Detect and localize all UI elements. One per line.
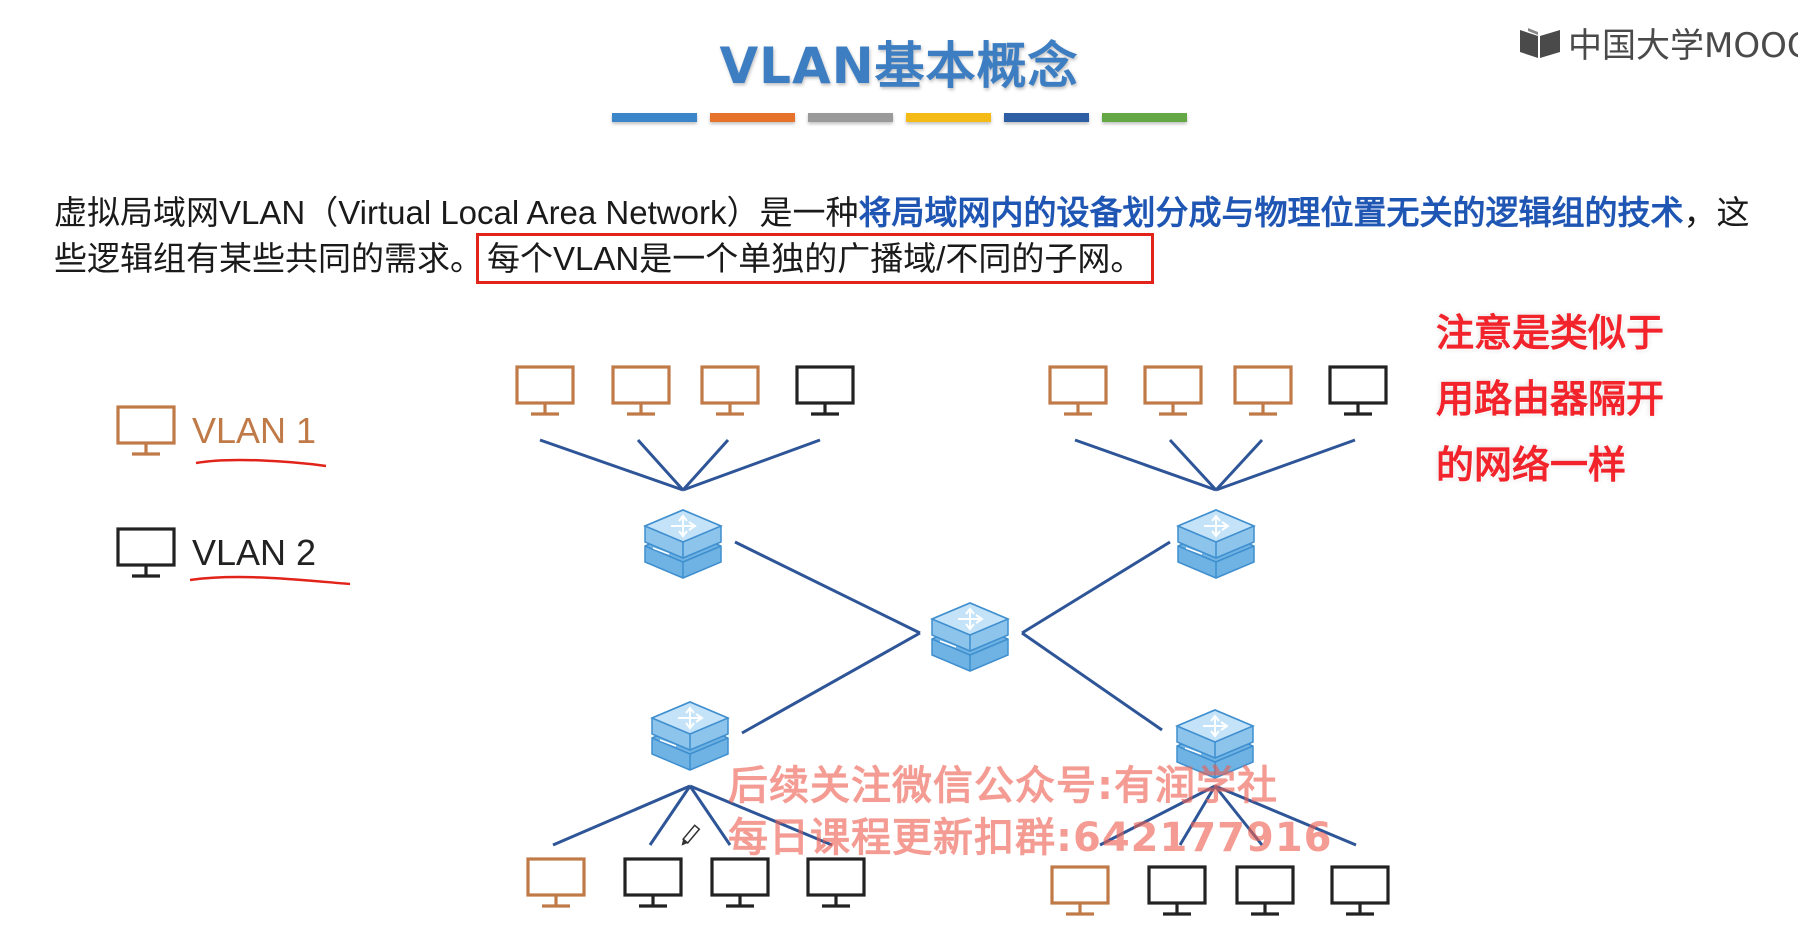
monitor-icon: [611, 365, 671, 416]
highlighted-sentence: 每个VLAN是一个单独的广播域/不同的子网。: [475, 233, 1155, 284]
monitor-icon: [515, 365, 575, 416]
watermark-line: 后续关注微信公众号:有润学社: [728, 763, 1278, 809]
monitor-icon: [1143, 365, 1203, 416]
vlan1-monitor-icon: [116, 405, 176, 456]
monitor-icon: [795, 365, 855, 416]
vlan2-underline: [189, 575, 351, 586]
monitor-icon: [710, 857, 770, 908]
network-links: [539, 438, 1357, 847]
mooc-logo: 中国大学MOOC: [1518, 18, 1798, 67]
legend-vlan1-label: VLAN 1: [192, 410, 317, 451]
title-accent-bar: [612, 113, 1187, 122]
annotation-line: 注意是类似于: [1436, 311, 1665, 355]
accent-segment: [808, 113, 893, 122]
monitor-icon: [806, 857, 866, 908]
watermark: 后续关注微信公众号:有润学社 每日课程更新扣群:642177916: [728, 760, 1332, 864]
monitor-icon: [1147, 865, 1207, 916]
accent-segment: [1004, 113, 1089, 122]
page-title: VLAN基本概念: [719, 37, 1079, 95]
vlan1-underline: [195, 458, 327, 468]
pencil-cursor-icon: [681, 824, 701, 846]
accent-segment: [612, 113, 697, 122]
definition-paragraph: 虚拟局域网VLAN（Virtual Local Area Network）是一种…: [54, 190, 1754, 284]
monitor-icon: [1328, 365, 1388, 416]
accent-segment: [710, 113, 795, 122]
monitor-icon: [1235, 865, 1295, 916]
accent-segment: [906, 113, 991, 122]
switch-icon: [651, 701, 729, 771]
watermark-line: 每日课程更新扣群:642177916: [728, 815, 1333, 861]
switch-icon: [644, 509, 722, 579]
accent-segment: [1102, 113, 1187, 122]
monitor-icon: [623, 857, 683, 908]
paragraph-intro: 虚拟局域网VLAN（Virtual Local Area Network）是一种: [54, 194, 859, 231]
monitor-icon: [1330, 865, 1390, 916]
monitor-icon: [1050, 865, 1110, 916]
handwritten-annotation: 注意是类似于 用路由器隔开 的网络一样: [1436, 300, 1664, 498]
monitor-icon: [526, 857, 586, 908]
vlan2-monitor-icon: [116, 527, 176, 578]
switch-icon: [931, 602, 1009, 672]
legend-vlan2-label: VLAN 2: [192, 532, 317, 573]
annotation-line: 用路由器隔开: [1436, 377, 1665, 421]
switch-icon: [1177, 509, 1255, 579]
book-logo-icon: [1520, 27, 1560, 58]
annotation-line: 的网络一样: [1436, 443, 1627, 487]
monitor-icon: [1233, 365, 1293, 416]
paragraph-emphasis: 将局域网内的设备划分成与物理位置无关的逻辑组的技术: [858, 194, 1684, 231]
paragraph-middle: ，这些逻辑组有某些共同的需求。: [54, 194, 1750, 277]
logo-text: 中国大学MOOC: [1568, 26, 1798, 66]
monitor-icon: [700, 365, 760, 416]
monitor-icon: [1048, 365, 1108, 416]
